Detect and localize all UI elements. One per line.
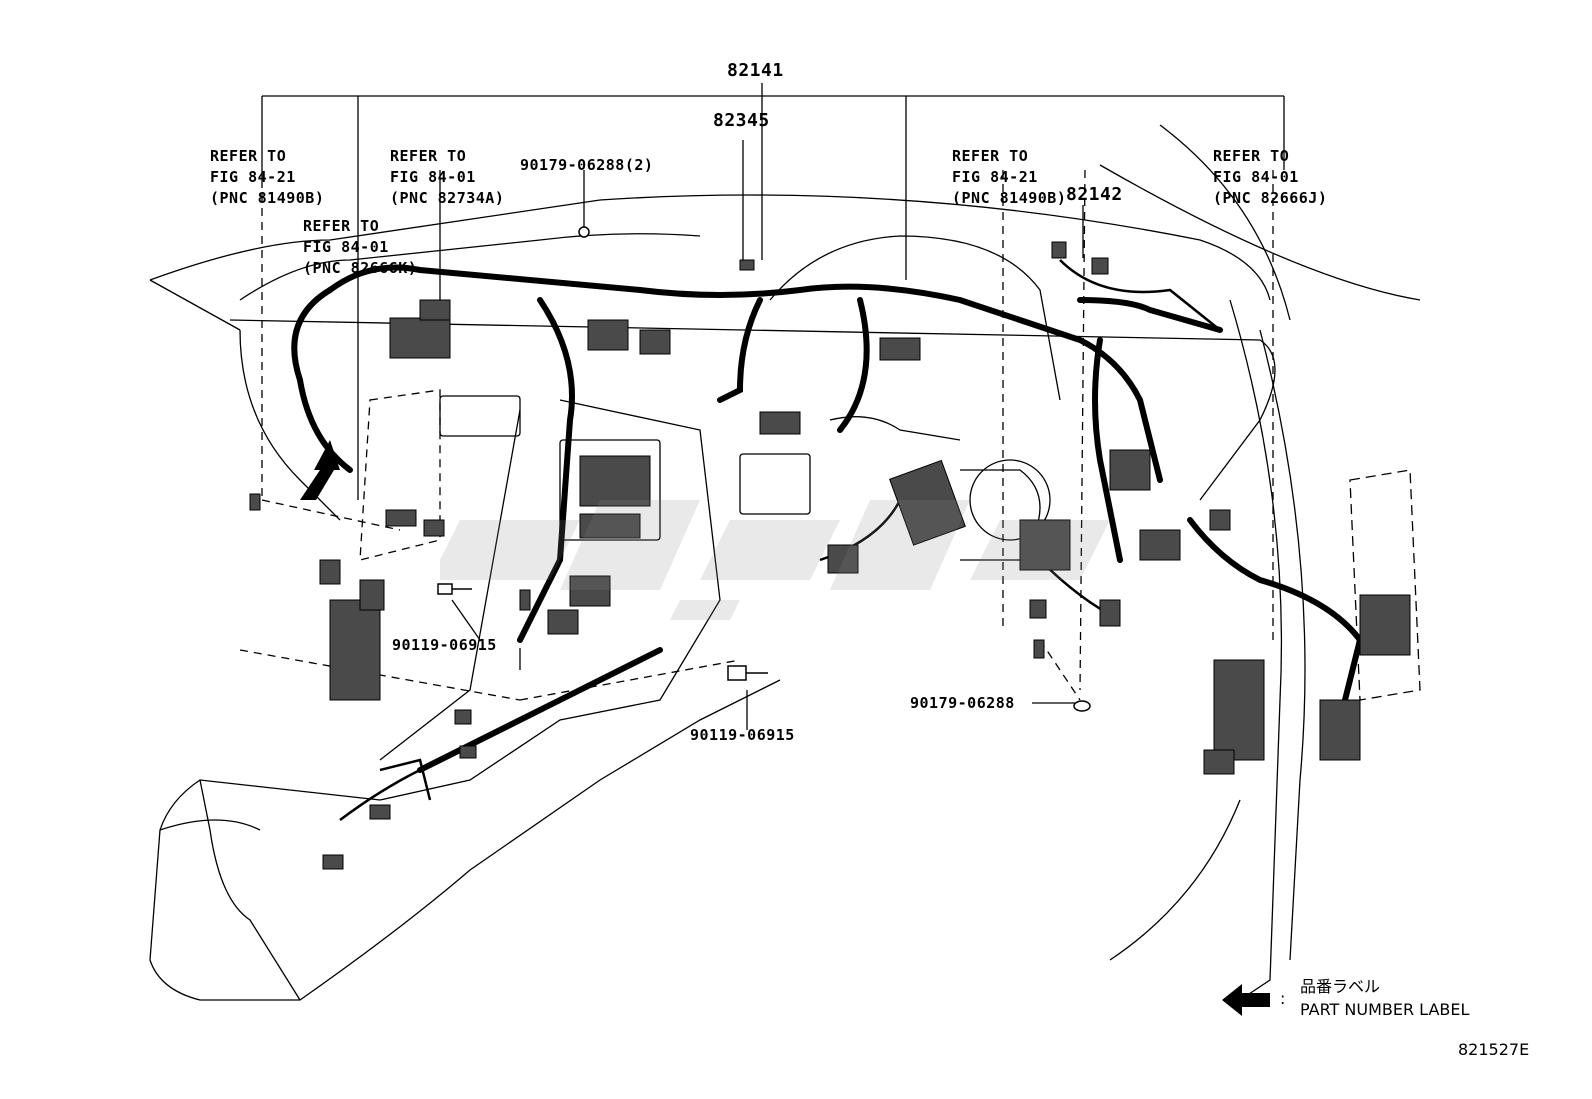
dashboard-outline: [149, 194, 1271, 301]
callout-bolt-left: 90119-06915: [392, 636, 497, 654]
legend-colon: :: [1280, 989, 1286, 1008]
door-pillar: [1229, 299, 1283, 1001]
callout-bolt-center: 90119-06915: [690, 726, 795, 744]
watermark-logo: [440, 500, 1110, 620]
main-wire-harness: [291, 264, 1364, 773]
center-console: [149, 399, 781, 1001]
callout-clip-top: 90179-06288(2): [520, 156, 654, 174]
callout-82345: 82345: [713, 110, 770, 131]
part-label-arrow-icon: [300, 440, 340, 500]
instrument-cluster-outline: [769, 235, 1061, 401]
harness-connectors: [249, 241, 1411, 870]
callout-82142: 82142: [1066, 184, 1123, 205]
legend-arrow-icon: [1222, 984, 1270, 1016]
figure-id: 821527E: [1458, 1040, 1530, 1059]
legend-label-en: PART NUMBER LABEL: [1300, 1000, 1470, 1019]
callout-bracket-82141: [261, 83, 1285, 500]
fasteners: [437, 226, 1091, 712]
callout-82141: 82141: [727, 60, 784, 81]
legend-label-jp: 品番ラベル: [1300, 977, 1381, 996]
callout-clip-right: 90179-06288: [910, 694, 1015, 712]
